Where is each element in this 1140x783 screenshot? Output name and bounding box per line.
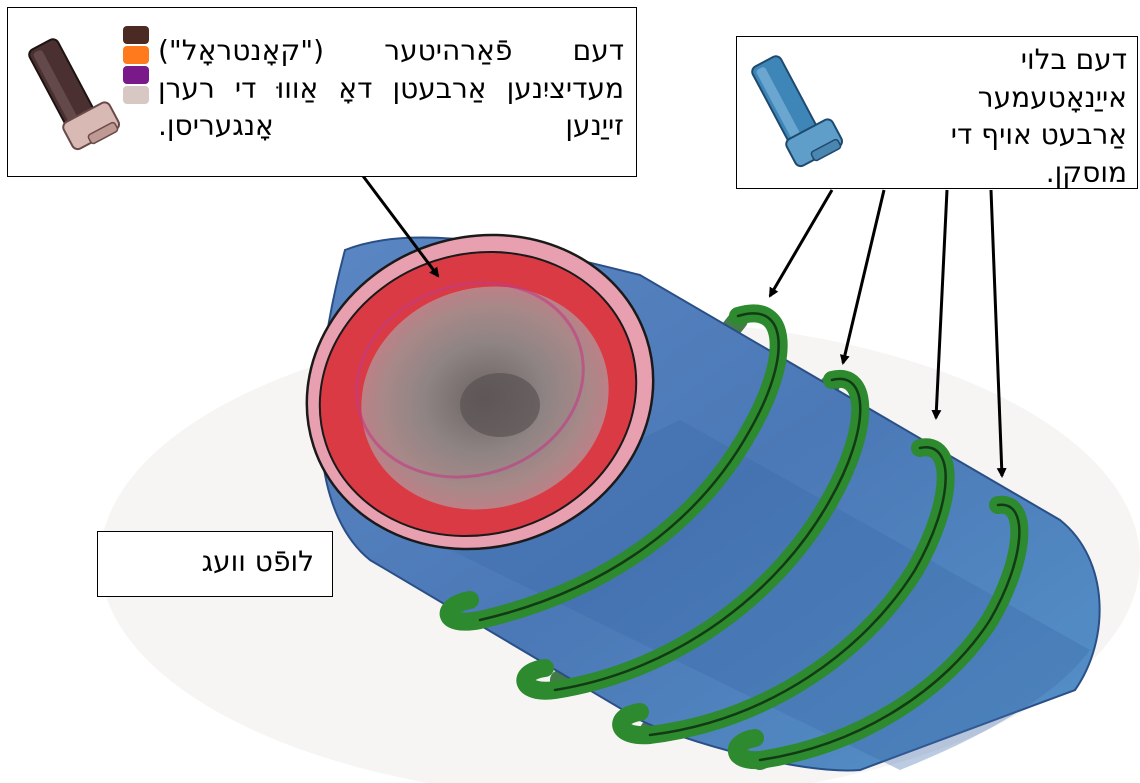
reliever-arrow-2 — [843, 190, 884, 363]
swatch-purple — [123, 66, 149, 84]
swatch-light-pink — [123, 86, 149, 104]
reliever-label-text: דעם בלוי אייַנאָטעמער אַרבעט אויף די מוס… — [937, 41, 1127, 191]
reliever-arrow-1 — [770, 190, 832, 296]
brown-inhaler-icon — [22, 30, 122, 158]
airway-label-box: לופֿט וועג — [97, 531, 333, 597]
controller-label-text: דעם פֿאַרהיטער ("קאָנטראָל") מעדיציִנען … — [158, 32, 624, 145]
blue-inhaler-icon — [745, 47, 845, 175]
airway-label-text: לופֿט וועג — [202, 544, 314, 580]
swatch-dark-brown — [123, 26, 149, 44]
color-swatches — [119, 26, 149, 106]
swatch-orange — [123, 46, 149, 64]
controller-label-box: דעם פֿאַרהיטער ("קאָנטראָל") מעדיציִנען … — [7, 7, 637, 177]
reliever-label-box: דעם בלוי אייַנאָטעמער אַרבעט אויף די מוס… — [736, 36, 1138, 189]
lumen-center — [460, 373, 540, 437]
